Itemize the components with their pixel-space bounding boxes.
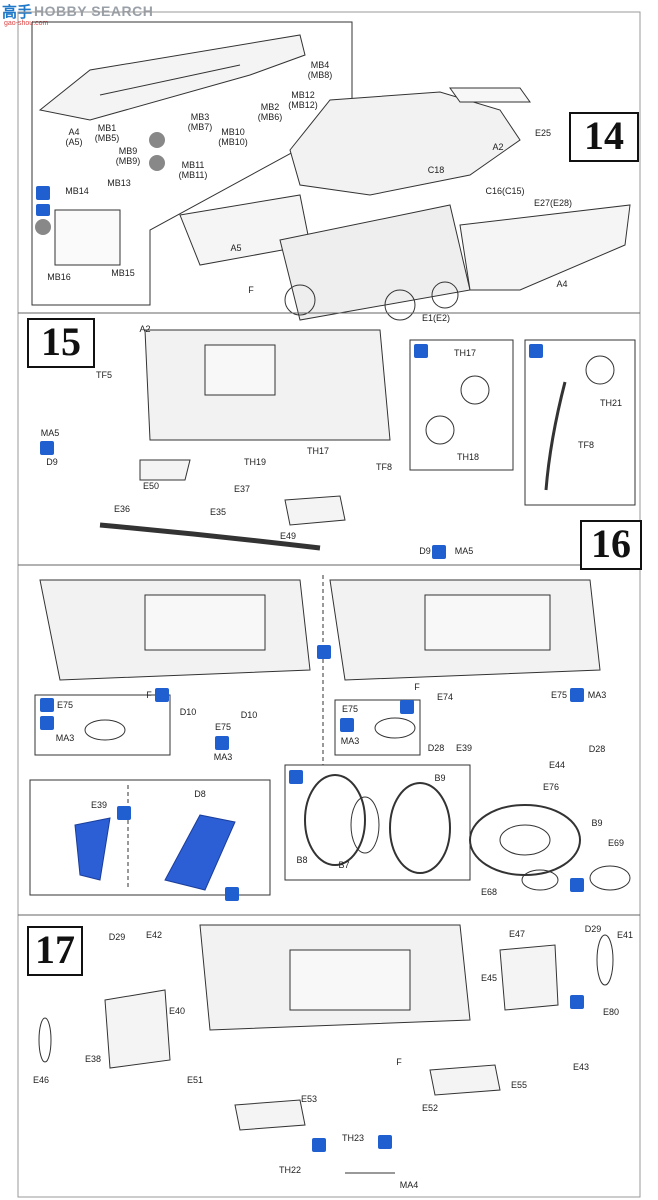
part-label: TF5 (95, 370, 112, 380)
part-label: D8 (194, 789, 206, 799)
part-label: A4 (A5) (65, 127, 83, 147)
part-label: D28 (588, 744, 606, 754)
part-label: B8 (296, 855, 308, 865)
part-label: A5 (230, 243, 242, 253)
part-label: TH19 (243, 457, 266, 467)
part-label: E36 (113, 504, 130, 514)
part-label: E44 (548, 760, 565, 770)
part-label: E75 (341, 704, 358, 714)
part-label: TH18 (456, 452, 479, 462)
part-label: MB1 (MB5) (94, 123, 120, 143)
part-label: E75 (56, 700, 73, 710)
part-label: B7 (338, 860, 350, 870)
part-label: E39 (90, 800, 107, 810)
part-label: MB15 (111, 268, 135, 278)
part-label: MB16 (47, 272, 71, 282)
part-label: C18 (427, 165, 445, 175)
step-number-16: 16 (580, 520, 642, 570)
part-label: TH23 (341, 1133, 364, 1143)
watermark-brand: HOBBY SEARCH (34, 3, 154, 19)
part-label: MA3 (587, 690, 607, 700)
part-label: D10 (240, 710, 258, 720)
part-label: E47 (508, 929, 525, 939)
step-number-17: 17 (27, 926, 83, 976)
part-label: E42 (145, 930, 162, 940)
part-label: MA5 (40, 428, 60, 438)
part-label: E1(E2) (421, 313, 450, 323)
part-label: A2 (139, 324, 151, 334)
part-label: MB12 (MB12) (288, 90, 318, 110)
part-label: MA4 (399, 1180, 419, 1190)
part-label: MB4 (MB8) (307, 60, 333, 80)
part-label: E37 (233, 484, 250, 494)
part-label: B9 (434, 773, 446, 783)
part-label: E27(E28) (533, 198, 573, 208)
part-label: E38 (84, 1054, 101, 1064)
part-label: D29 (584, 924, 602, 934)
part-label: MB10 (MB10) (218, 127, 248, 147)
part-label: C16(C15) (485, 186, 525, 196)
part-label: TH22 (278, 1165, 301, 1175)
watermark-cn: 高手 (2, 4, 33, 21)
part-label: MB13 (107, 178, 131, 188)
part-label: E75 (550, 690, 567, 700)
part-label: E76 (542, 782, 559, 792)
part-label: MA3 (55, 733, 75, 743)
part-label: F (396, 1057, 402, 1067)
watermark-logo: 高手 HOBBY SEARCH gao-shou.com (0, 0, 175, 28)
part-label: TF8 (375, 462, 392, 472)
part-label: E52 (421, 1103, 438, 1113)
part-label: MB14 (65, 186, 89, 196)
part-label: E74 (436, 692, 453, 702)
part-label: D9 (46, 457, 58, 467)
part-label: MB2 (MB6) (257, 102, 283, 122)
watermark-site: gao-shou.com (4, 20, 49, 27)
part-label: E40 (168, 1006, 185, 1016)
part-label: E41 (616, 930, 633, 940)
part-label: TH17 (306, 446, 329, 456)
part-label: F (248, 285, 254, 295)
part-label: TF8 (577, 440, 594, 450)
part-label: D9 (419, 546, 431, 556)
part-label: TH21 (599, 398, 622, 408)
part-label: A2 (492, 142, 504, 152)
part-label: B9 (591, 818, 603, 828)
part-label: E43 (572, 1062, 589, 1072)
part-label: E50 (142, 481, 159, 491)
step-number-15: 15 (27, 318, 95, 368)
part-label: F (146, 690, 152, 700)
part-label: E68 (480, 887, 497, 897)
part-label: E49 (279, 531, 296, 541)
part-label: D28 (427, 743, 445, 753)
part-label: E75 (214, 722, 231, 732)
part-label: E35 (209, 507, 226, 517)
part-label: MB9 (MB9) (115, 146, 141, 166)
part-label: E39 (455, 743, 472, 753)
part-label: E25 (534, 128, 551, 138)
part-label: MB3 (MB7) (187, 112, 213, 132)
part-label: E53 (300, 1094, 317, 1104)
part-label: F (414, 682, 420, 692)
part-label: E45 (480, 973, 497, 983)
part-label: A4 (556, 279, 568, 289)
part-label: E51 (186, 1075, 203, 1085)
part-label: D29 (108, 932, 126, 942)
part-label: E46 (32, 1075, 49, 1085)
part-label: E55 (510, 1080, 527, 1090)
part-label: TH17 (453, 348, 476, 358)
part-label: MA3 (340, 736, 360, 746)
part-label: MA5 (454, 546, 474, 556)
part-label: E69 (607, 838, 624, 848)
part-label: D10 (179, 707, 197, 717)
part-label: MB11 (MB11) (178, 160, 208, 180)
part-label: MA3 (213, 752, 233, 762)
step-number-14: 14 (569, 112, 639, 162)
part-label: E80 (602, 1007, 619, 1017)
